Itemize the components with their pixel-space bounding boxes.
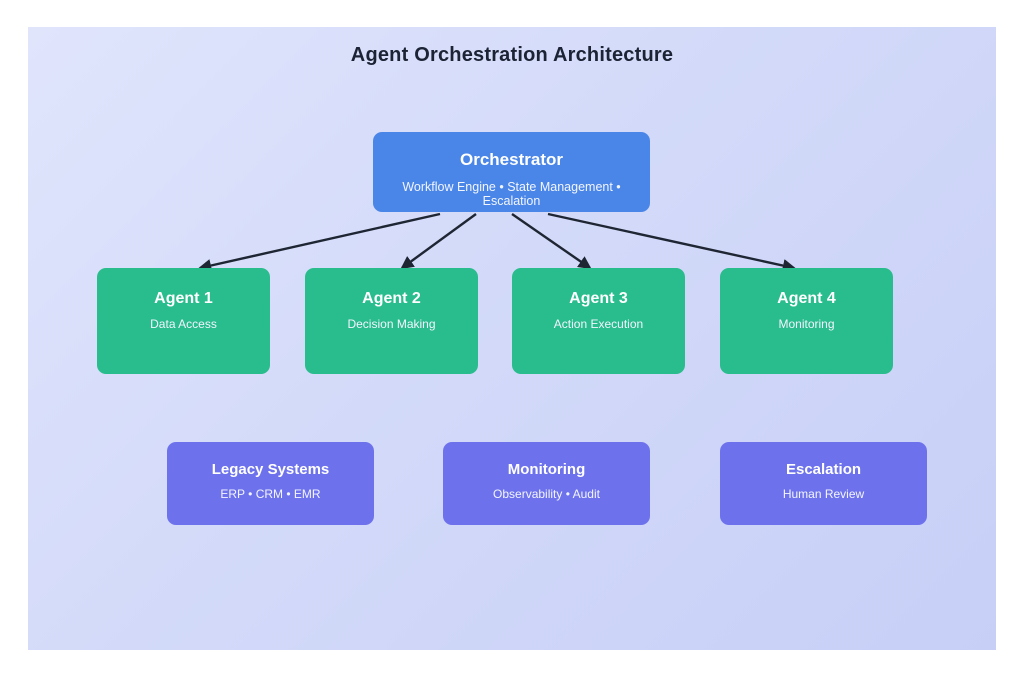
node-agent-1-subtitle: Data Access	[150, 317, 217, 331]
node-agent-1: Agent 1 Data Access	[97, 268, 270, 374]
node-agent-4-title: Agent 4	[777, 290, 836, 307]
node-orchestrator-subtitle: Workflow Engine • State Management • Esc…	[402, 180, 621, 208]
node-escalation: Escalation Human Review	[720, 442, 927, 525]
node-orchestrator-title: Orchestrator	[460, 150, 563, 169]
edge-orchestrator-agent-1	[198, 212, 441, 272]
node-agent-2: Agent 2 Decision Making	[305, 268, 478, 374]
node-monitoring-subtitle: Observability • Audit	[493, 487, 600, 501]
node-agent-4: Agent 4 Monitoring	[720, 268, 893, 374]
node-escalation-title: Escalation	[785, 461, 862, 478]
node-legacy-systems-subtitle: ERP • CRM • EMR	[220, 487, 321, 501]
diagram-canvas: Agent Orchestration Architecture Orchest…	[28, 27, 996, 650]
node-escalation-subtitle: Human Review	[782, 487, 865, 501]
node-agent-3: Agent 3 Action Execution	[512, 268, 685, 374]
node-legacy-systems: Legacy Systems ERP • CRM • EMR	[167, 442, 374, 525]
node-monitoring: Monitoring Observability • Audit	[443, 442, 650, 525]
node-agent-4-subtitle: Monitoring	[778, 317, 835, 331]
node-legacy-systems-title: Legacy Systems	[211, 461, 330, 478]
edge-orchestrator-agent-4	[547, 212, 796, 273]
node-monitoring-title: Monitoring	[507, 461, 586, 478]
diagram-title: Agent Orchestration Architecture	[350, 44, 674, 66]
node-orchestrator: Orchestrator Workflow Engine • State Man…	[373, 132, 650, 212]
node-agent-3-title: Agent 3	[569, 290, 628, 307]
node-agent-3-subtitle: Action Execution	[553, 317, 644, 331]
edge-orchestrator-agent-3	[511, 213, 592, 270]
node-agent-1-title: Agent 1	[154, 290, 213, 307]
node-agent-2-subtitle: Decision Making	[347, 317, 436, 331]
node-agent-2-title: Agent 2	[362, 290, 421, 307]
edge-orchestrator-agent-2	[400, 213, 477, 270]
